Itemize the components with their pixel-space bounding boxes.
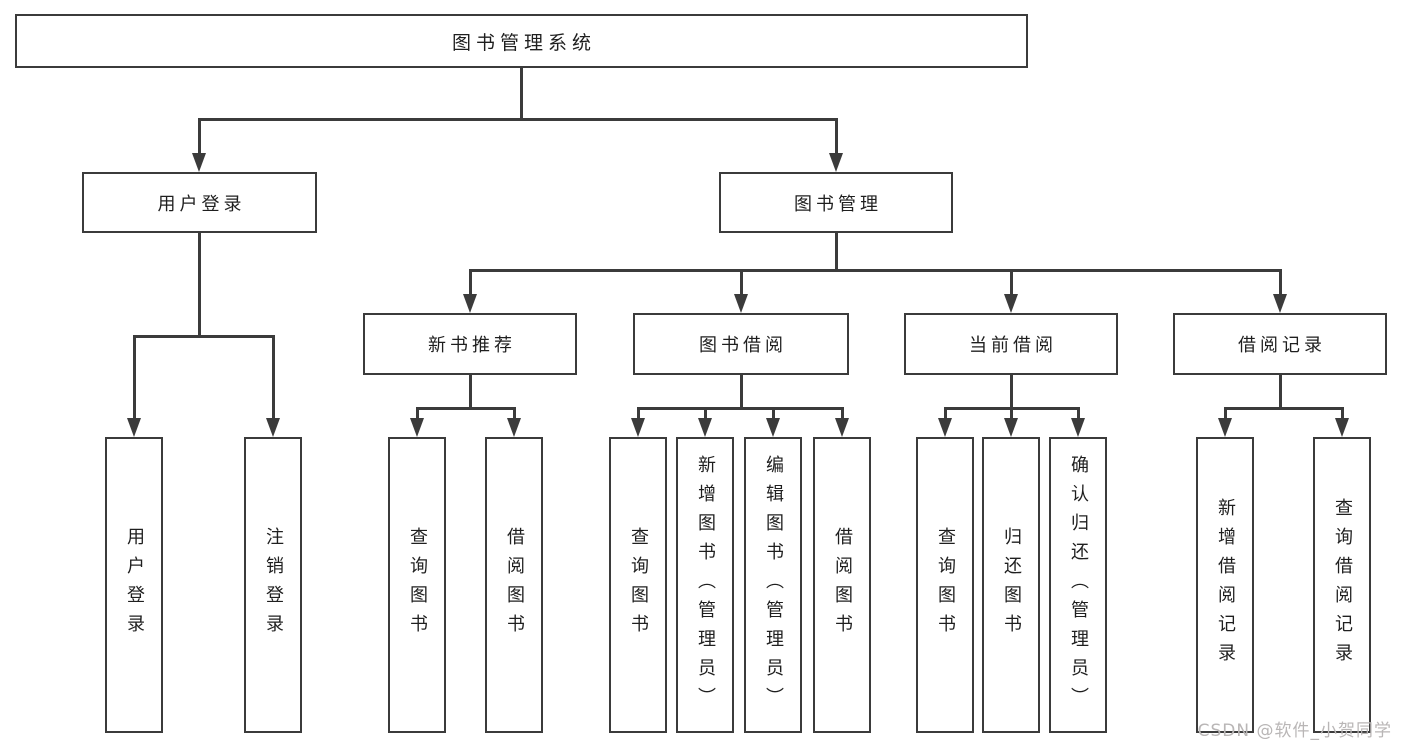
connector-line xyxy=(469,269,1281,272)
node-new-book-recommend: 新书推荐 xyxy=(363,313,577,375)
leaf-label: 注销登录 xyxy=(263,527,284,643)
leaf-borrow-books-recommend: 借阅图书 xyxy=(485,437,543,733)
arrow-down-icon xyxy=(266,418,280,437)
arrow-down-icon xyxy=(127,418,141,437)
connector-line xyxy=(133,335,136,421)
node-label: 新书推荐 xyxy=(428,335,516,356)
leaf-edit-books-admin: 编辑图书（管理员） xyxy=(744,437,802,733)
connector-line xyxy=(513,407,516,421)
leaf-label: 借阅图书 xyxy=(504,527,525,643)
connector-line xyxy=(198,233,201,337)
connector-line xyxy=(416,407,419,421)
connector-line xyxy=(841,407,844,421)
node-borrow-records: 借阅记录 xyxy=(1173,313,1387,375)
leaf-label: 归还图书 xyxy=(1001,527,1022,643)
watermark-text: CSDN @软件_小贺同学 xyxy=(1197,721,1392,741)
connector-line xyxy=(1224,407,1227,421)
arrow-down-icon xyxy=(192,153,206,172)
leaf-confirm-return-admin: 确认归还（管理员） xyxy=(1049,437,1107,733)
connector-line xyxy=(1279,375,1282,409)
arrow-down-icon xyxy=(410,418,424,437)
connector-line xyxy=(198,118,837,121)
arrow-down-icon xyxy=(766,418,780,437)
connector-line xyxy=(1010,375,1013,409)
node-label: 图书管理系统 xyxy=(451,31,596,54)
connector-line xyxy=(1224,407,1343,410)
node-label: 用户登录 xyxy=(157,193,246,215)
node-library-management-system: 图书管理系统 xyxy=(15,14,1028,68)
leaf-label: 查询图书 xyxy=(935,527,956,643)
leaf-logout: 注销登录 xyxy=(244,437,302,733)
connector-line xyxy=(740,269,743,297)
node-user-login: 用户登录 xyxy=(82,172,317,233)
leaf-return-books: 归还图书 xyxy=(982,437,1040,733)
arrow-down-icon xyxy=(1218,418,1232,437)
leaf-label: 借阅图书 xyxy=(832,527,853,643)
node-label: 当前借阅 xyxy=(969,335,1057,356)
leaf-label: 确认归还（管理员） xyxy=(1068,454,1089,716)
arrow-down-icon xyxy=(698,418,712,437)
arrow-down-icon xyxy=(938,418,952,437)
leaf-add-borrow-record: 新增借阅记录 xyxy=(1196,437,1254,733)
arrow-down-icon xyxy=(507,418,521,437)
connector-line xyxy=(469,375,472,409)
connector-line xyxy=(944,407,947,421)
leaf-add-books-admin: 新增图书（管理员） xyxy=(676,437,734,733)
arrow-down-icon xyxy=(463,294,477,313)
connector-line xyxy=(520,67,523,119)
connector-line xyxy=(637,407,640,421)
arrow-down-icon xyxy=(1273,294,1287,313)
leaf-label: 查询图书 xyxy=(407,527,428,643)
connector-line xyxy=(469,269,472,297)
leaf-label: 用户登录 xyxy=(124,527,145,643)
connector-line xyxy=(1010,407,1013,421)
connector-line xyxy=(1077,407,1080,421)
node-book-management: 图书管理 xyxy=(719,172,953,233)
node-book-borrowing: 图书借阅 xyxy=(633,313,849,375)
connector-line xyxy=(1279,269,1282,297)
leaf-query-books-current: 查询图书 xyxy=(916,437,974,733)
leaf-label: 新增图书（管理员） xyxy=(695,454,716,716)
connector-line xyxy=(637,407,843,410)
leaf-label: 查询借阅记录 xyxy=(1332,498,1353,672)
connector-line xyxy=(416,407,515,410)
connector-line xyxy=(772,407,775,421)
leaf-label: 编辑图书（管理员） xyxy=(763,454,784,716)
arrow-down-icon xyxy=(835,418,849,437)
connector-line xyxy=(704,407,707,421)
leaf-user-login: 用户登录 xyxy=(105,437,163,733)
arrow-down-icon xyxy=(734,294,748,313)
connector-line xyxy=(1341,407,1344,421)
node-current-borrowing: 当前借阅 xyxy=(904,313,1118,375)
connector-line xyxy=(272,335,275,421)
node-label: 图书管理 xyxy=(794,193,882,215)
leaf-query-borrow-record: 查询借阅记录 xyxy=(1313,437,1371,733)
leaf-query-books-borrowing: 查询图书 xyxy=(609,437,667,733)
leaf-label: 新增借阅记录 xyxy=(1215,498,1236,672)
arrow-down-icon xyxy=(631,418,645,437)
node-label: 借阅记录 xyxy=(1238,335,1326,356)
arrow-down-icon xyxy=(1071,418,1085,437)
arrow-down-icon xyxy=(829,153,843,172)
node-label: 图书借阅 xyxy=(699,335,787,356)
connector-line xyxy=(835,233,838,271)
connector-line xyxy=(133,335,274,338)
arrow-down-icon xyxy=(1335,418,1349,437)
leaf-query-books-recommend: 查询图书 xyxy=(388,437,446,733)
connector-line xyxy=(198,118,201,158)
arrow-down-icon xyxy=(1004,294,1018,313)
arrow-down-icon xyxy=(1004,418,1018,437)
connector-line xyxy=(1010,269,1013,297)
leaf-borrow-books: 借阅图书 xyxy=(813,437,871,733)
leaf-label: 查询图书 xyxy=(628,527,649,643)
connector-line xyxy=(740,375,743,409)
connector-line xyxy=(835,118,838,158)
